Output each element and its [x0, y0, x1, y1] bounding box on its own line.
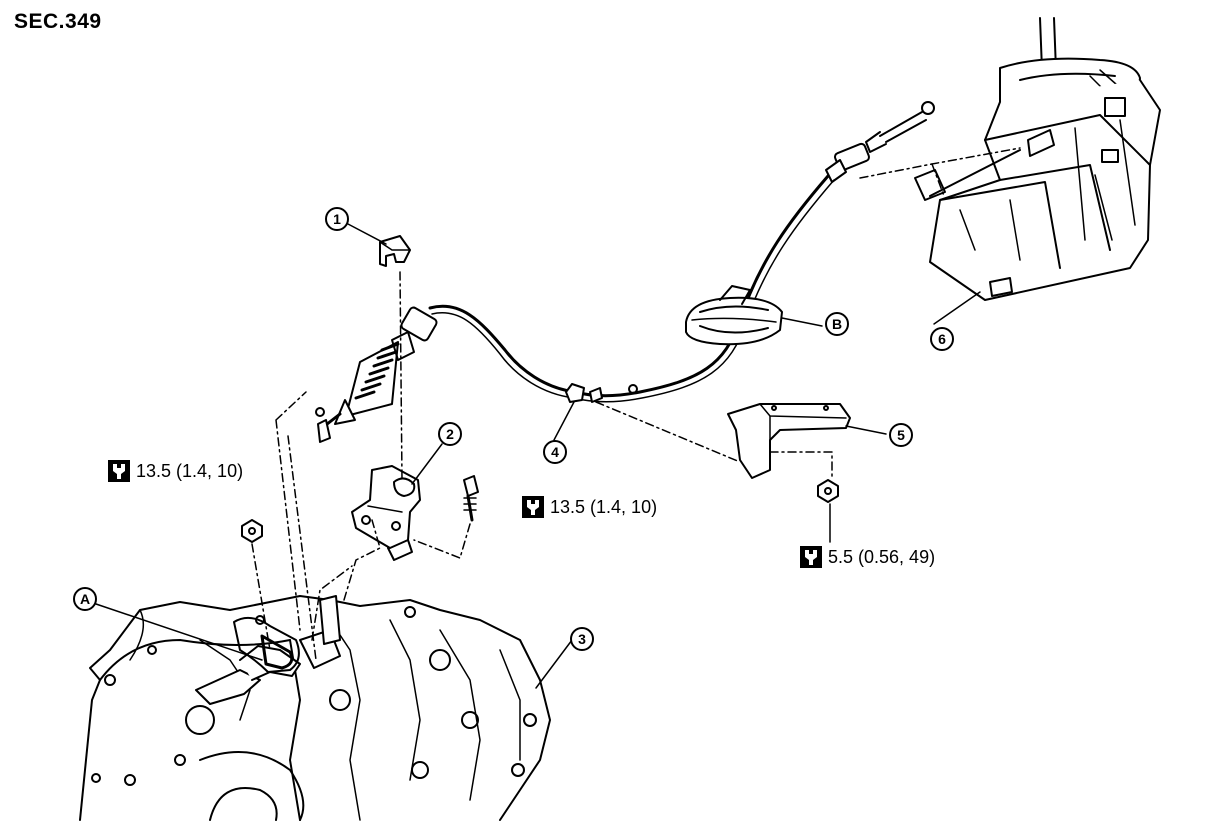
callout-2: 2	[438, 422, 462, 446]
torque-wrench-icon	[800, 546, 822, 568]
torque-spec-bolt: 13.5 (1.4, 10)	[522, 496, 657, 518]
torque-wrench-icon	[522, 496, 544, 518]
bracket-bolt	[463, 475, 479, 522]
transaxle-nut	[241, 519, 263, 543]
shift-cable	[315, 101, 935, 443]
callout-b: B	[825, 312, 849, 336]
cable-clamp-bracket	[727, 403, 851, 479]
callout-1: 1	[325, 207, 349, 231]
torque-value: 13.5 (1.4, 10)	[136, 460, 244, 481]
assembly-guide-lines	[251, 147, 1021, 661]
torque-value: 5.5 (0.56, 49)	[828, 546, 936, 567]
callout-3: 3	[570, 627, 594, 651]
lock-plate	[379, 235, 411, 267]
section-code: SEC.349	[14, 10, 102, 33]
torque-spec-nut: 13.5 (1.4, 10)	[108, 460, 243, 482]
leader-lines	[95, 223, 981, 689]
torque-spec-bracket-nut: 5.5 (0.56, 49)	[800, 546, 935, 568]
callout-a: A	[73, 587, 97, 611]
torque-value: 13.5 (1.4, 10)	[550, 496, 658, 517]
bracket-nut	[817, 479, 839, 503]
transaxle-assembly	[79, 595, 551, 821]
callout-6: 6	[930, 327, 954, 351]
cable-bracket	[351, 465, 421, 561]
callout-5: 5	[889, 423, 913, 447]
callout-4: 4	[543, 440, 567, 464]
grommet	[685, 285, 783, 346]
shifter-assembly	[914, 17, 1161, 301]
torque-wrench-icon	[108, 460, 130, 482]
